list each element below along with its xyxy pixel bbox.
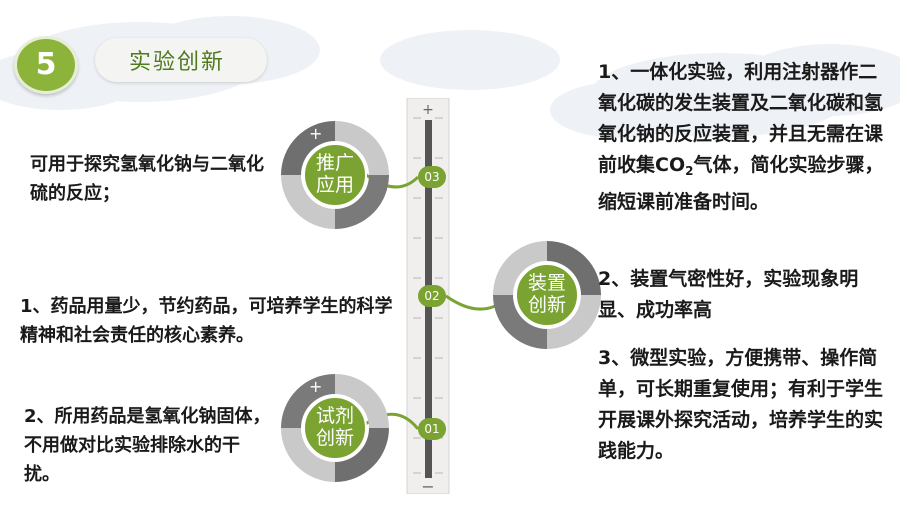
- reagent-point-2: 2、所用药品是氢氧化钠固体，不用做对比实验排除水的干扰。: [24, 406, 271, 485]
- application-text: 可用于探究氢氧化钠与二氧化硫的反应；: [30, 154, 264, 204]
- ruler-plus-icon: +: [422, 102, 434, 118]
- bubble-promotion-label: 推广 应用: [315, 152, 354, 196]
- marker-01: 01: [418, 418, 446, 440]
- reagent-point-1: 1、药品用量少，节约药品，可培养学生的科学精神和社会责任的核心素养。: [20, 296, 393, 346]
- bubble-reagent-label: 试剂 创新: [315, 405, 354, 449]
- section-number-badge: 5: [14, 36, 78, 94]
- plus-icon: +: [309, 124, 322, 143]
- device-point-3: 3、微型实验，方便携带、操作简单，可长期重复使用；有利于学生开展课外探究活动，培…: [598, 347, 884, 462]
- section-title: 实验创新: [129, 50, 226, 75]
- bubble-device-ring: [493, 241, 601, 349]
- ruler-minus-icon: −: [421, 477, 434, 494]
- bubble-promotion-ring: +: [281, 121, 389, 229]
- bubble-reagent-ring: +: [281, 374, 389, 482]
- bubble-device-label: 装置 创新: [527, 272, 566, 316]
- plus-icon: +: [309, 377, 322, 396]
- marker-03: 03: [418, 166, 446, 188]
- cloud-background: [0, 16, 900, 138]
- device-point-1: 1、一体化实验，利用注射器作二氧化碳的发生装置及二氧化碳和氢氧化钠的反应装置，并…: [598, 61, 884, 213]
- section-title-pill: [95, 38, 267, 82]
- marker-02: 02: [418, 285, 446, 307]
- device-point-2: 2、装置气密性好，实验现象明显、成功率高: [598, 268, 859, 321]
